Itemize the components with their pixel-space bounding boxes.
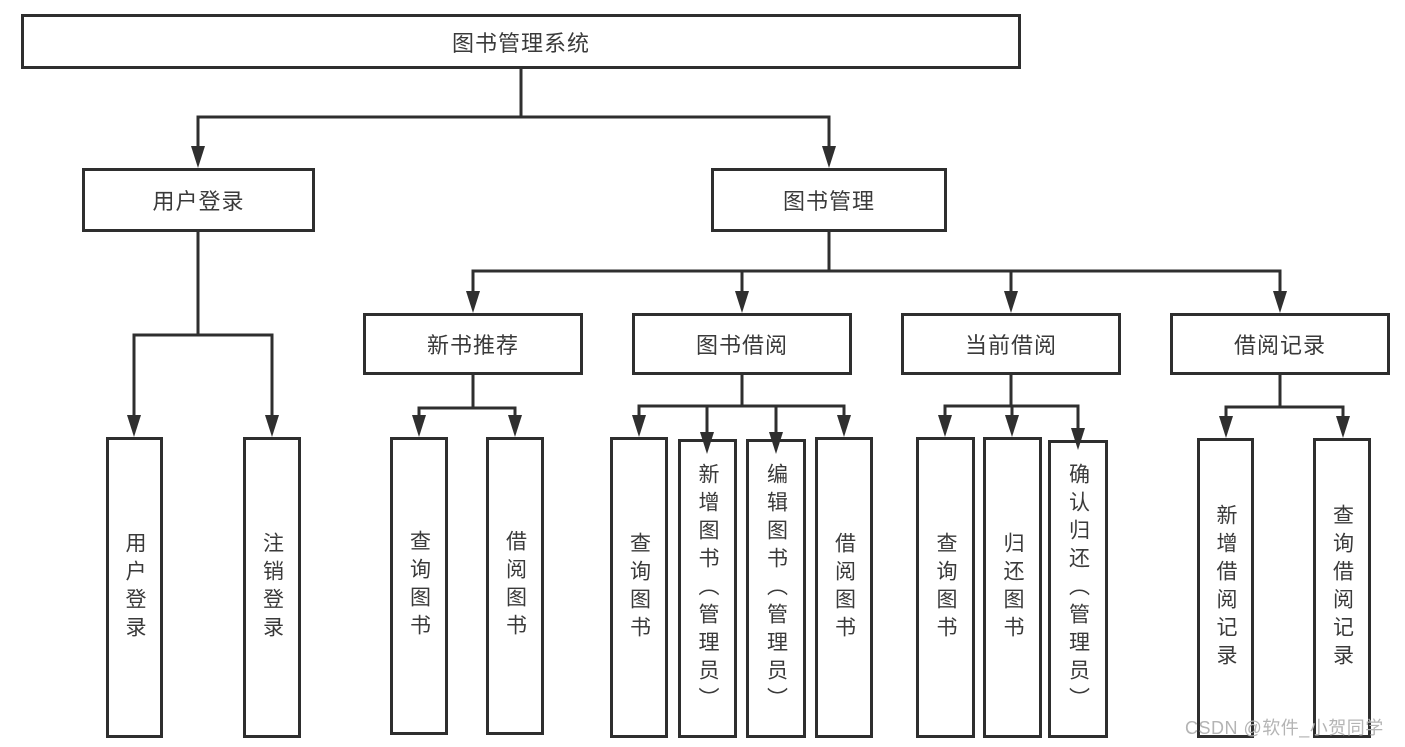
leaf-logout: 注销登录: [243, 437, 301, 738]
connector-stroke-group: [132, 66, 1345, 433]
leaf-user-login: 用户登录: [106, 437, 163, 738]
watermark: CSDN @软件_小贺同学: [1185, 718, 1384, 738]
node-book-borrow: 图书借阅: [632, 313, 852, 375]
leaf-newrec-query-books: 查询图书: [390, 437, 448, 735]
leaf-current-query-books: 查询图书: [916, 437, 975, 738]
node-library-system: 图书管理系统: [21, 14, 1021, 69]
leaf-records-query-record: 查询借阅记录: [1313, 438, 1371, 738]
leaf-current-return-books: 归还图书: [983, 437, 1042, 738]
leaf-current-confirm-return-admin: 确认归还（管理员）: [1048, 440, 1108, 738]
leaf-borrow-add-books-admin: 新增图书（管理员）: [678, 439, 737, 738]
node-user-login: 用户登录: [82, 168, 315, 232]
leaf-borrow-borrow-books: 借阅图书: [815, 437, 873, 738]
node-book-management: 图书管理: [711, 168, 947, 232]
node-new-book-recommend: 新书推荐: [363, 313, 583, 375]
leaf-borrow-query-books: 查询图书: [610, 437, 668, 738]
leaf-records-add-record: 新增借阅记录: [1197, 438, 1254, 738]
leaf-borrow-edit-books-admin: 编辑图书（管理员）: [746, 439, 806, 738]
leaf-newrec-borrow-books: 借阅图书: [486, 437, 544, 735]
node-current-borrow: 当前借阅: [901, 313, 1121, 375]
node-borrow-records: 借阅记录: [1170, 313, 1390, 375]
